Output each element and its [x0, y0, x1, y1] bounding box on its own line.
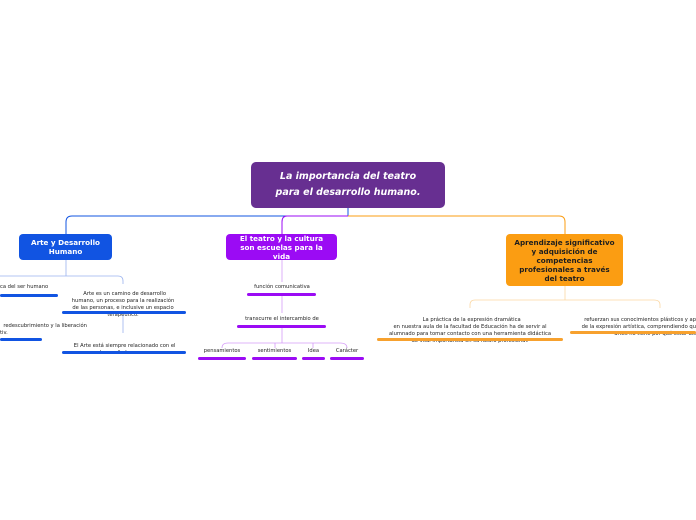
leaf-sentimientos[interactable]: sentimientos: [252, 348, 297, 355]
subtopic-left-3-underline: [62, 311, 186, 314]
leaf-pensamientos[interactable]: pensamientos: [198, 348, 246, 355]
leaf-caracter[interactable]: Carácter: [330, 348, 364, 355]
subtopic-right-refuerzan[interactable]: refuerzan sus conocimientos plásticos y …: [568, 310, 696, 338]
subtopic-right-2-text: refuerzan sus conocimientos plásticos y …: [581, 317, 696, 337]
topic-center-title: El teatro y la cultura son escuelas para…: [239, 233, 324, 261]
subtopic-left-3-text: Arte es un camino de desarrollo humano, …: [71, 291, 175, 318]
subtopic-left-3[interactable]: Arte es un camino de desarrollo humano, …: [63, 284, 183, 319]
subtopic-left-2-underline: [0, 338, 42, 341]
leaf-sentimientos-text: sentimientos: [257, 348, 292, 354]
leaf-idea-text: Idea: [307, 348, 320, 354]
subtopic-left-1-text: ca del ser humano: [0, 284, 49, 290]
topic-aprendizaje-significativo[interactable]: Aprendizaje significativo y adquisición …: [506, 234, 623, 286]
topic-left-title: Arte y Desarrollo Humano: [31, 238, 100, 256]
subtopic-center-funcion-comunicativa[interactable]: función comunicativa: [236, 284, 328, 291]
leaf-idea[interactable]: Idea: [302, 348, 325, 355]
subtopic-right-practica-expresion[interactable]: La práctica de la expresión dramática en…: [378, 310, 562, 345]
connector-left-children: [0, 260, 124, 284]
subtopic-center-1-underline: [247, 293, 316, 296]
connector-root-center: [281, 215, 348, 234]
subtopic-center-1-text: función comunicativa: [254, 284, 310, 290]
subtopic-left-2[interactable]: redescubrimiento y la liberación tiv.: [0, 316, 87, 337]
leaf-idea-underline: [302, 357, 325, 360]
subtopic-right-1-text: La práctica de la expresión dramática en…: [388, 317, 552, 344]
subtopic-left-2-text: redescubrimiento y la liberación tiv.: [0, 323, 87, 336]
connector-root-right: [348, 215, 566, 234]
leaf-sentimientos-underline: [252, 357, 297, 360]
topic-teatro-cultura[interactable]: El teatro y la cultura son escuelas para…: [226, 233, 337, 261]
topic-right-title: Aprendizaje significativo y adquisición …: [514, 237, 615, 283]
connector-right-children: [469, 286, 661, 308]
subtopic-right-2-underline: [570, 331, 696, 334]
leaf-caracter-underline: [330, 357, 364, 360]
subtopic-center-intercambio[interactable]: transcurre el intercambio de: [231, 316, 333, 323]
subtopic-left-4-text: El Arte está siempre relacionado con el …: [73, 343, 176, 356]
subtopic-center-2-text: transcurre el intercambio de: [245, 316, 319, 322]
leaf-caracter-text: Carácter: [335, 348, 359, 354]
connector-center-3: [221, 327, 348, 349]
leaf-pensamientos-underline: [198, 357, 246, 360]
subtopic-right-1-underline: [377, 338, 563, 341]
subtopic-center-2-underline: [237, 325, 326, 328]
subtopic-left-1-underline: [0, 294, 58, 297]
subtopic-left-1[interactable]: ca del ser humano: [0, 284, 48, 291]
subtopic-left-4-underline: [62, 351, 186, 354]
leaf-pensamientos-text: pensamientos: [203, 348, 241, 354]
root-topic-title: La importancia del teatro para el desarr…: [275, 171, 421, 198]
connector-root-left: [65, 208, 349, 234]
root-topic[interactable]: La importancia del teatro para el desarr…: [251, 162, 445, 208]
topic-arte-desarrollo-humano[interactable]: Arte y Desarrollo Humano: [19, 234, 112, 260]
